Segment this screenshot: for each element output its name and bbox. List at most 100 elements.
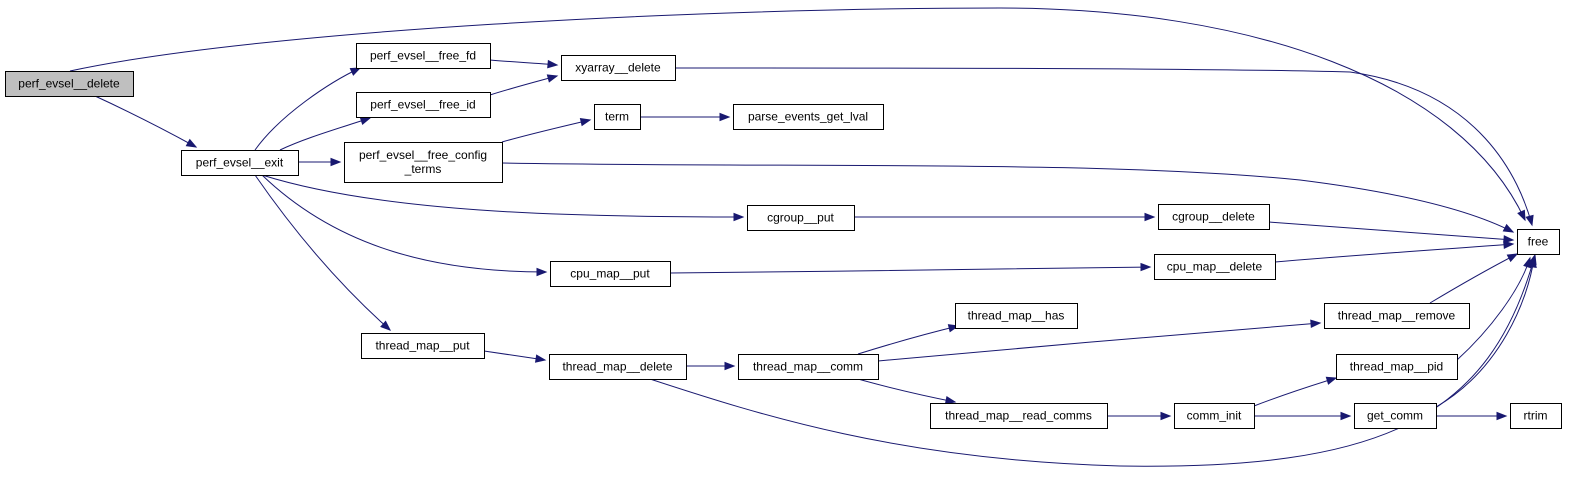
node-box xyxy=(930,403,1108,429)
edge-arrowhead xyxy=(579,118,592,127)
edge-perf_evsel__free_config_terms-to-free xyxy=(501,162,1515,233)
node-box xyxy=(1158,204,1270,230)
edge-perf_evsel__delete-to-free xyxy=(69,7,1526,222)
node-label: free xyxy=(1528,235,1549,249)
edge-arrowhead xyxy=(536,267,548,277)
node-box xyxy=(550,261,671,287)
edge-line xyxy=(1456,257,1531,361)
edge-line xyxy=(94,95,197,148)
node-thread_map__comm[interactable]: thread_map__comm xyxy=(738,354,879,380)
edge-perf_evsel__free_fd-to-xyarray__delete xyxy=(489,59,559,69)
edge-arrowhead xyxy=(1140,262,1152,272)
edge-arrowhead xyxy=(1506,253,1519,263)
node-cpu_map__put[interactable]: cpu_map__put xyxy=(550,261,671,287)
edge-arrowhead xyxy=(1503,235,1515,244)
edge-get_comm-to-free xyxy=(1435,256,1537,408)
node-label: term xyxy=(605,110,629,124)
node-label: perf_evsel__delete xyxy=(18,77,120,91)
edge-line xyxy=(1268,221,1514,241)
edge-perf_evsel__exit-to-cpu_map__put xyxy=(261,174,548,277)
node-free[interactable]: free xyxy=(1517,229,1560,255)
edge-get_comm-to-rtrim xyxy=(1435,411,1508,421)
edge-perf_evsel__exit-to-cgroup__put xyxy=(261,174,745,222)
node-label: thread_map__put xyxy=(375,339,470,353)
node-box xyxy=(594,104,641,130)
node-box xyxy=(733,104,884,130)
node-cgroup__put[interactable]: cgroup__put xyxy=(747,205,855,231)
node-label: thread_map__delete xyxy=(562,360,672,374)
node-rtrim[interactable]: rtrim xyxy=(1510,403,1562,429)
edge-arrowhead xyxy=(380,320,392,331)
edge-term-to-parse_events_get_lval xyxy=(640,112,731,122)
edge-line xyxy=(669,266,1151,274)
edge-cpu_map__delete-to-free xyxy=(1274,240,1515,263)
node-box xyxy=(738,354,879,380)
node-xyarray__delete[interactable]: xyarray__delete xyxy=(561,55,676,81)
edge-line xyxy=(649,254,1536,467)
edge-thread_map__pid-to-free xyxy=(1456,256,1532,361)
edge-perf_evsel__delete-to-perf_evsel__exit xyxy=(94,95,198,148)
node-cpu_map__delete[interactable]: cpu_map__delete xyxy=(1154,254,1276,280)
edge-arrowhead xyxy=(724,361,736,371)
node-label: _terms xyxy=(404,162,442,176)
node-perf_evsel__free_fd[interactable]: perf_evsel__free_fd xyxy=(356,43,491,69)
node-thread_map__delete[interactable]: thread_map__delete xyxy=(549,354,687,380)
node-box xyxy=(361,333,485,359)
edge-arrowhead xyxy=(1528,256,1537,269)
node-box xyxy=(955,303,1078,329)
node-box xyxy=(356,43,491,69)
node-thread_map__read_comms[interactable]: thread_map__read_comms xyxy=(930,403,1108,429)
edge-line xyxy=(489,59,558,66)
edge-line xyxy=(1429,253,1518,304)
edge-arrowhead xyxy=(349,67,362,76)
edge-perf_evsel__exit-to-perf_evsel__free_config_terms xyxy=(298,157,342,167)
edge-xyarray__delete-to-free xyxy=(674,67,1534,227)
edge-line xyxy=(877,322,1321,362)
node-perf_evsel__free_id[interactable]: perf_evsel__free_id xyxy=(356,92,491,118)
edge-thread_map__comm-to-thread_map__remove xyxy=(877,319,1322,362)
edge-arrowhead xyxy=(719,112,731,122)
node-perf_evsel__delete[interactable]: perf_evsel__delete xyxy=(5,71,134,97)
node-term[interactable]: term xyxy=(594,104,641,130)
call-graph-edges xyxy=(69,7,1537,467)
node-thread_map__pid[interactable]: thread_map__pid xyxy=(1336,354,1458,380)
node-label: thread_map__pid xyxy=(1350,360,1443,374)
edge-line xyxy=(279,117,371,151)
edge-arrowhead xyxy=(1160,411,1172,421)
edge-line xyxy=(261,174,547,273)
node-box xyxy=(1336,354,1458,380)
edge-cgroup__delete-to-free xyxy=(1268,221,1515,244)
edge-arrowhead xyxy=(1325,376,1338,385)
node-thread_map__has[interactable]: thread_map__has xyxy=(955,303,1078,329)
node-label: comm_init xyxy=(1187,409,1242,423)
node-get_comm[interactable]: get_comm xyxy=(1354,403,1437,429)
edge-arrowhead xyxy=(185,138,198,148)
node-perf_evsel__free_config_terms[interactable]: perf_evsel__free_config_terms xyxy=(344,142,503,183)
edge-arrowhead xyxy=(1502,223,1515,233)
edge-comm_init-to-get_comm xyxy=(1253,411,1352,421)
node-thread_map__put[interactable]: thread_map__put xyxy=(361,333,485,359)
edge-arrowhead xyxy=(1523,256,1532,269)
node-comm_init[interactable]: comm_init xyxy=(1174,403,1255,429)
node-cgroup__delete[interactable]: cgroup__delete xyxy=(1158,204,1270,230)
node-label: perf_evsel__free_id xyxy=(370,98,475,112)
node-label: cgroup__put xyxy=(767,211,834,225)
edge-line xyxy=(501,119,591,143)
edge-arrowhead xyxy=(1496,411,1508,421)
node-thread_map__remove[interactable]: thread_map__remove xyxy=(1324,303,1470,329)
edge-line xyxy=(857,325,959,355)
edge-arrowhead xyxy=(733,212,745,222)
edge-perf_evsel__free_id-to-xyarray__delete xyxy=(489,74,559,96)
edge-perf_evsel__exit-to-thread_map__put xyxy=(254,174,392,331)
node-box xyxy=(1154,254,1276,280)
node-perf_evsel__exit[interactable]: perf_evsel__exit xyxy=(181,150,299,176)
node-box xyxy=(1517,229,1560,255)
node-box xyxy=(1510,403,1562,429)
edge-arrowhead xyxy=(1525,214,1534,227)
node-box xyxy=(1324,303,1470,329)
edge-line xyxy=(489,75,558,96)
node-parse_events_get_lval[interactable]: parse_events_get_lval xyxy=(733,104,884,130)
edge-thread_map__delete-to-thread_map__comm xyxy=(686,361,736,371)
